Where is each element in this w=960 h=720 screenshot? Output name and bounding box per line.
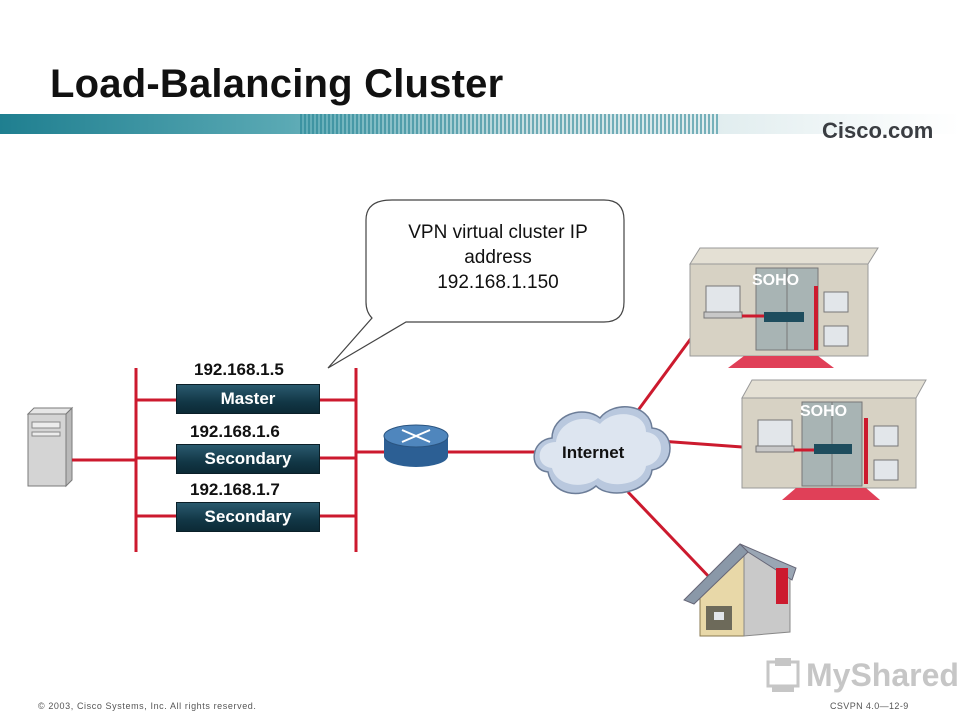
watermark-text: MyShared: [806, 657, 959, 693]
brand-logo: Cisco.com: [822, 118, 934, 143]
concentrator-secondary: Secondary: [176, 502, 320, 532]
server-icon: [26, 406, 74, 488]
concentrator-role-2: Secondary: [204, 449, 292, 468]
router-icon: [383, 424, 449, 467]
concentrator-role-1: Master: [220, 389, 276, 408]
callout-bubble: [327, 199, 625, 369]
myshared-logo: [766, 658, 800, 692]
cloud-icon: [533, 406, 671, 495]
concentrator-role-3: Secondary: [204, 507, 292, 526]
header-bar: [0, 114, 960, 134]
footer-copyright: © 2003, Cisco Systems, Inc. All rights r…: [38, 701, 257, 711]
callout-text: VPN virtual cluster IP address 192.168.1…: [372, 220, 624, 295]
concentrator-ip-3: 192.168.1.7: [190, 480, 280, 499]
soho-label: SOHO: [752, 272, 800, 289]
callout-line-1: VPN virtual cluster IP: [408, 222, 588, 243]
cloud-label: Internet: [562, 443, 625, 462]
concentrator-master: Master: [176, 384, 320, 414]
building-icon: [741, 379, 927, 500]
callout-line-3: 192.168.1.150: [437, 272, 559, 293]
concentrator-secondary: Secondary: [176, 444, 320, 474]
page-title: Load-Balancing Cluster: [50, 62, 504, 106]
concentrator-ip-1: 192.168.1.5: [194, 360, 284, 379]
footer-slide-code: CSVPN 4.0—12-9: [830, 701, 909, 711]
concentrator-ip-2: 192.168.1.6: [190, 422, 280, 441]
soho-label: SOHO: [800, 403, 848, 420]
callout-line-2: address: [464, 247, 532, 268]
house-icon: [683, 543, 797, 637]
building-icon: [689, 247, 879, 368]
